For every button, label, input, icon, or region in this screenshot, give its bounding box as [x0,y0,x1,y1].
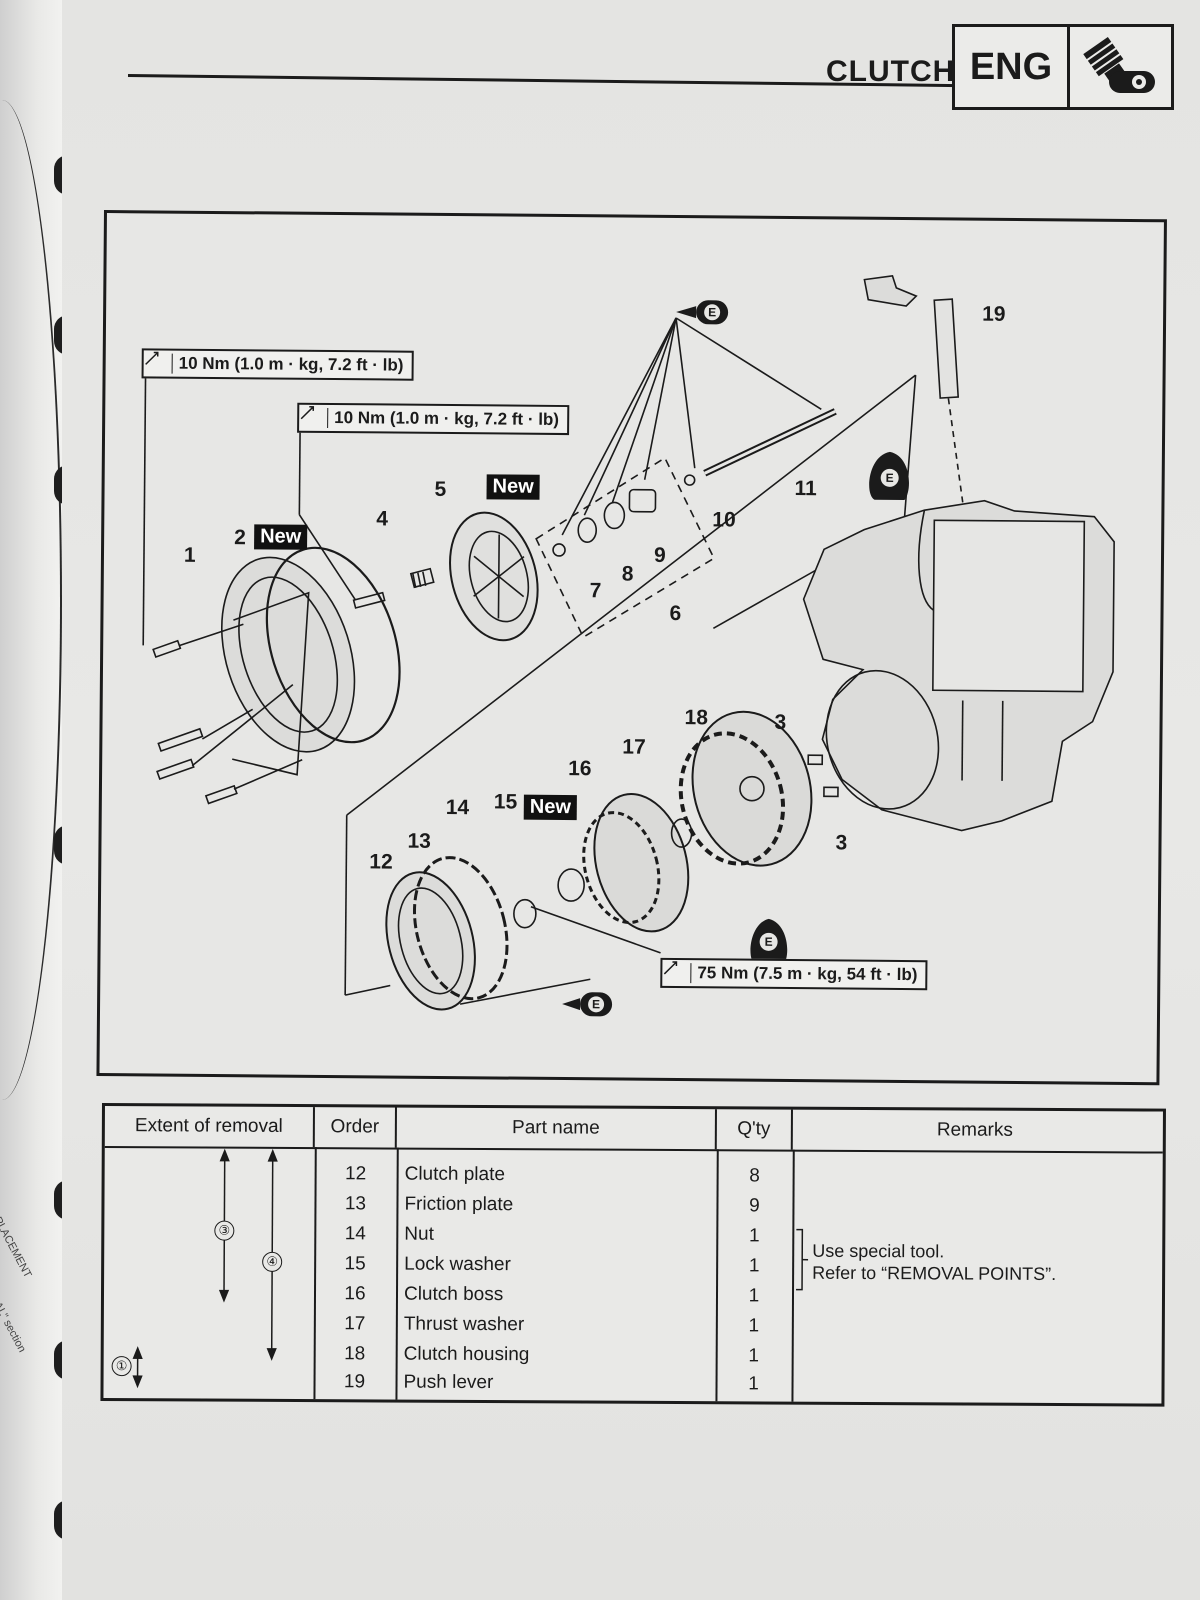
callout-number: 12 [369,850,393,874]
table-row: 19 Push lever 1 [103,1370,1161,1406]
oil-symbol-letter: E [765,935,773,949]
order-cell: 18 [344,1343,366,1365]
part-name-cell: Push lever [403,1371,494,1394]
parts-table: Extent of removal Order Part name Q'ty R… [100,1103,1166,1407]
oil-symbol-letter: E [708,305,716,319]
callout-number: 19 [982,302,1006,326]
callout-number: 7 [589,579,602,603]
order-cell: 14 [344,1223,366,1245]
remarks-bracket [796,1228,809,1291]
col-header-part: Part name [396,1107,717,1150]
col-header-qty: Q'ty [716,1109,793,1150]
remarks-line: Refer to “REMOVAL POINTS”. [812,1262,1057,1284]
callout-number: 11 [794,477,817,501]
part-name-cell: Thrust washer [403,1313,525,1336]
order-cell: 12 [344,1163,367,1185]
callout-number: 4 [376,507,389,531]
manual-page: CLUTCH ENG [62,0,1200,1600]
torque-value: 10 Nm (1.0 m · kg, 7.2 ft · lb) [334,408,560,429]
new-part-tag: New [523,794,578,821]
remarks-cell: Use special tool. Refer to “REMOVAL POIN… [812,1240,1056,1285]
torque-spec: 10 Nm (1.0 m · kg, 7.2 ft · lb) [141,348,414,381]
callout-number: 2 [234,526,246,550]
part-name-cell: Lock washer [404,1253,511,1276]
torque-spec: 75 Nm (7.5 m · kg, 54 ft · lb) [660,957,928,991]
qty-cell: 9 [749,1195,760,1217]
exploded-view-drawing: E E E E [142,275,1115,1017]
order-cell: 13 [344,1193,367,1215]
section-code: ENG [955,27,1070,107]
section-tab: ENG [952,24,1174,110]
cover-bolts [152,639,238,805]
torque-value: 10 Nm (1.0 m · kg, 7.2 ft · lb) [178,353,404,375]
callout-number: 3 [835,831,848,855]
oil-symbol-letter: E [592,997,600,1011]
engine-icon [1070,27,1171,107]
callout-number: 15 [493,790,518,814]
oil-symbol-letter: E [886,471,894,485]
exploded-view-diagram: E E E E 10 Nm (1.0 m · kg, 7.2 ft · lb) … [96,210,1167,1086]
qty-cell: 1 [748,1315,760,1337]
col-header-extent: Extent of removal [104,1106,315,1148]
oil-can-icon [676,300,729,325]
callout-number: 5 [434,477,447,501]
part-name-cell: Clutch housing [403,1343,530,1366]
qty-cell: 1 [748,1225,760,1247]
order-cell: 16 [344,1283,366,1305]
torque-spec: 10 Nm (1.0 m · kg, 7.2 ft · lb) [297,402,570,436]
new-part-tag: New [486,474,540,500]
callout-number: 1 [183,543,196,567]
callout-number: 3 [774,710,787,734]
side-text-a: PLACEMENT [0,1215,34,1281]
part-name-cell: Nut [404,1223,434,1245]
qty-cell: 8 [749,1165,760,1187]
callout-number: 10 [712,508,736,532]
part-name-cell: Clutch boss [403,1283,504,1306]
remarks-line: Use special tool. [812,1240,945,1262]
part-name-cell: Clutch plate [404,1163,506,1186]
qty-cell: 1 [748,1255,760,1277]
section-title: CLUTCH [826,55,956,88]
part-name-cell: Friction plate [404,1193,514,1216]
qty-cell: 1 [748,1285,760,1307]
callout-number: 14 [445,796,470,820]
col-header-order: Order [314,1107,397,1148]
order-cell: 17 [344,1313,366,1335]
oil-can-icon [750,883,788,965]
oil-can-icon [562,992,613,1017]
callout-number: 9 [653,543,666,567]
order-cell: 19 [343,1371,366,1393]
col-header-remarks: Remarks [936,1119,1013,1141]
torque-wrench-icon [663,961,692,984]
callout-number: 13 [407,829,431,853]
callout-number: 8 [621,562,634,586]
torque-wrench-icon [300,406,329,428]
qty-cell: 1 [748,1345,760,1367]
callout-number: 17 [622,735,646,759]
qty-cell: 1 [748,1373,759,1395]
callout-number: 6 [669,601,682,626]
order-cell: 15 [344,1253,366,1275]
oil-can-icon [869,414,909,500]
callout-number: 18 [684,706,709,730]
new-part-tag: New [254,524,308,550]
torque-wrench-icon [145,351,173,374]
callout-number: 16 [568,757,592,781]
torque-value: 75 Nm (7.5 m · kg, 54 ft · lb) [697,963,918,985]
side-text-b: AL" section [0,1300,28,1355]
facing-page-curve [0,100,62,1100]
